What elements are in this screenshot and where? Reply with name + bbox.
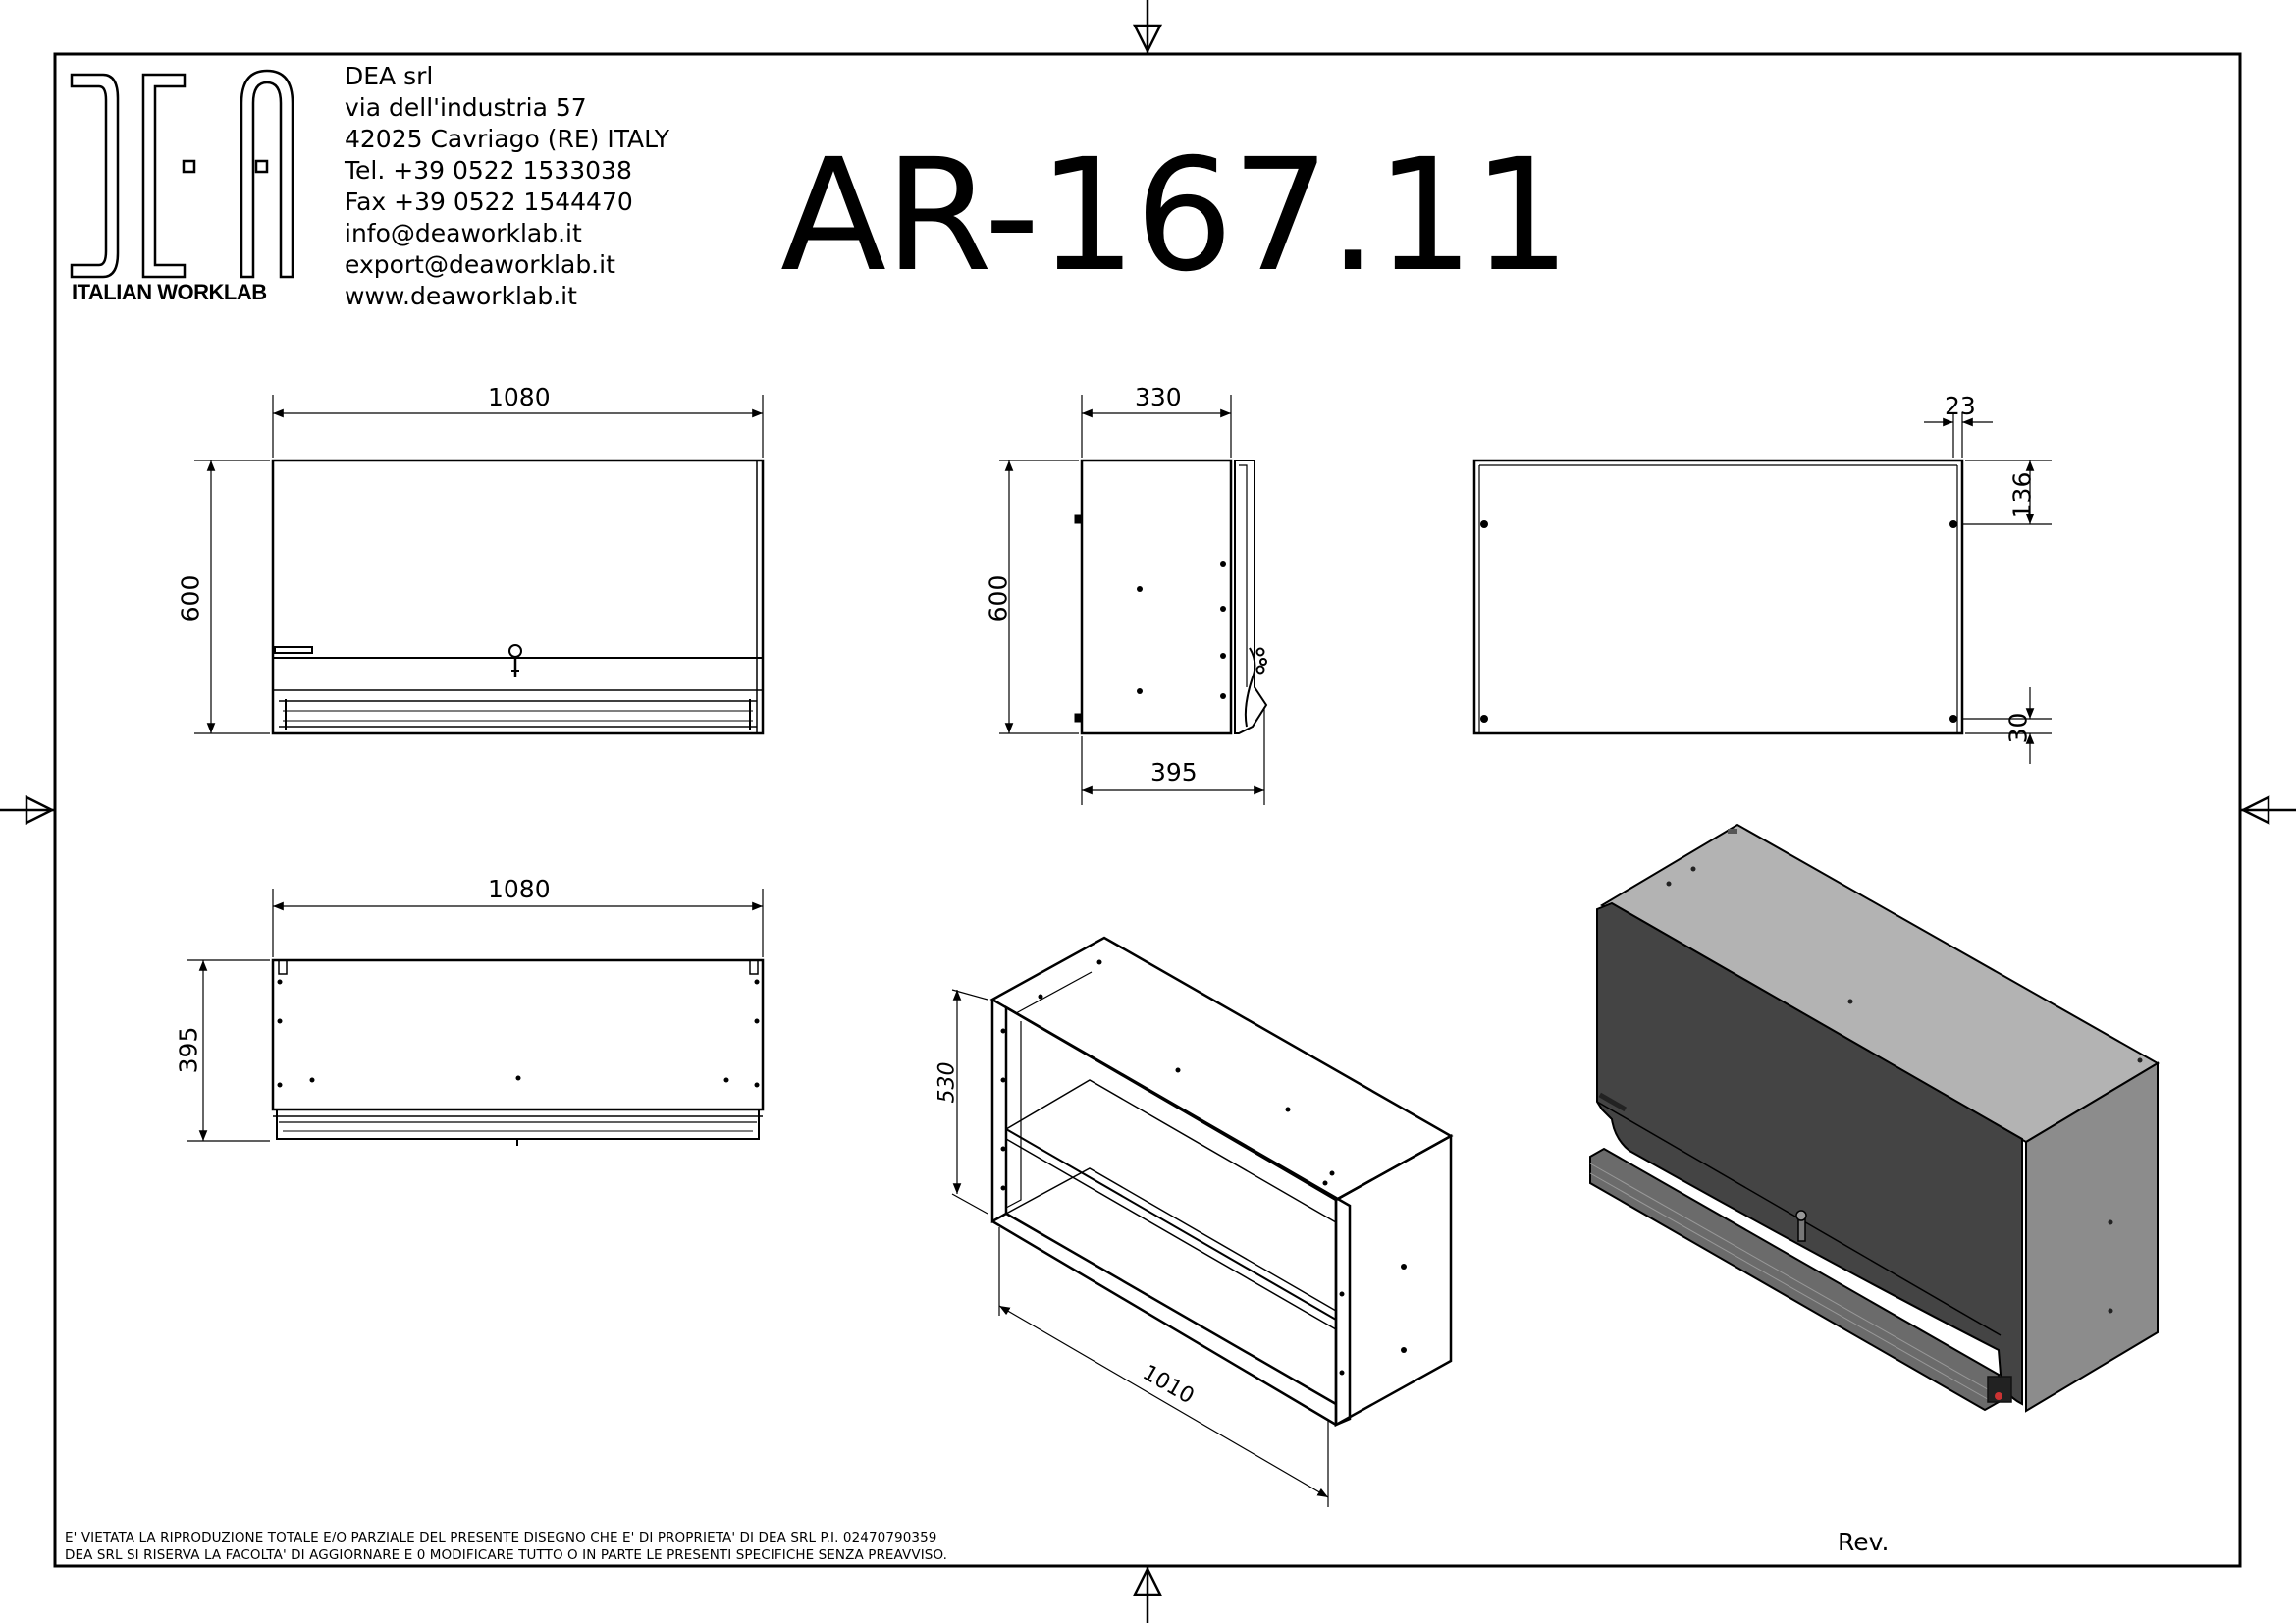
plan-dims xyxy=(187,889,764,1142)
dim-iso-height: 530 xyxy=(934,1061,960,1104)
iso-closed-holes xyxy=(1666,866,2143,1314)
company-line: DEA srl xyxy=(345,62,434,90)
iso-closed-view xyxy=(1589,823,2160,1413)
company-line: via dell'industria 57 xyxy=(345,93,587,122)
back-view xyxy=(1472,459,1964,735)
side-holes xyxy=(1137,561,1226,699)
footer-note-line1: E' VIETATA LA RIPRODUZIONE TOTALE E/O PA… xyxy=(65,1530,937,1545)
dim-front-height: 600 xyxy=(176,574,205,622)
dim-back-upper: 136 xyxy=(2007,471,2037,519)
front-dims xyxy=(194,395,764,734)
plan-view xyxy=(271,958,765,1146)
back-holes xyxy=(1480,520,1957,723)
dim-side-depth-bottom: 395 xyxy=(1150,758,1198,786)
back-dims xyxy=(1924,412,2052,764)
iso-frame-dims xyxy=(951,989,1329,1507)
dim-side-height: 600 xyxy=(984,574,1013,622)
dim-plan-depth: 395 xyxy=(174,1026,203,1074)
side-dims xyxy=(999,395,1265,805)
company-line: Tel. +39 0522 1533038 xyxy=(345,156,632,185)
front-view xyxy=(271,459,765,735)
footer-note-line2: DEA SRL SI RISERVA LA FACOLTA' DI AGGIOR… xyxy=(65,1547,948,1563)
rev-label: Rev. xyxy=(1838,1528,1890,1556)
iso-frame-view xyxy=(989,936,1454,1428)
company-address: DEA srl via dell'industria 57 42025 Cavria… xyxy=(345,61,669,312)
plan-holes xyxy=(277,979,760,1088)
dea-logo xyxy=(70,69,294,279)
dim-side-depth-top: 330 xyxy=(1135,383,1182,411)
product-code: AR-167.11 xyxy=(780,126,1571,306)
company-line: www.deaworklab.it xyxy=(345,282,577,310)
logo-subtitle: ITALIAN WORKLAB xyxy=(72,280,267,304)
side-view xyxy=(1074,459,1268,735)
company-line: info@deaworklab.it xyxy=(345,219,582,247)
company-line: export@deaworklab.it xyxy=(345,250,615,279)
company-line: 42025 Cavriago (RE) ITALY xyxy=(345,125,670,153)
dim-back-offset-top: 23 xyxy=(1945,392,1976,420)
dim-back-lower: 30 xyxy=(2003,712,2033,744)
dim-front-width: 1080 xyxy=(488,383,551,411)
dim-plan-width: 1080 xyxy=(488,875,551,903)
company-line: Fax +39 0522 1544470 xyxy=(345,188,633,216)
iso-frame-holes xyxy=(1000,959,1407,1376)
